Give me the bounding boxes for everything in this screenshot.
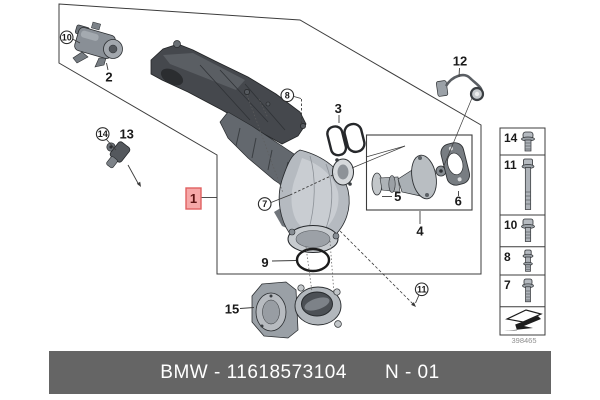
actuator-drawing bbox=[72, 21, 123, 68]
flange-bolt-long-icon bbox=[521, 158, 535, 210]
callout-13[interactable]: 13 bbox=[119, 127, 133, 142]
svg-text:7: 7 bbox=[262, 199, 267, 209]
gasket-3-drawing bbox=[326, 122, 366, 157]
footer-sheet-number: N - 01 bbox=[384, 361, 440, 383]
svg-text:8: 8 bbox=[285, 91, 290, 101]
legend-item-14[interactable]: 14 bbox=[504, 131, 518, 145]
callout-4[interactable]: 4 bbox=[416, 224, 424, 239]
parts-diagram: 10 2 14 13 8 3 12 7 5 6 4 9 11 15 1 14 bbox=[58, 3, 546, 345]
callout-12[interactable]: 12 bbox=[453, 54, 467, 69]
callout-3[interactable]: 3 bbox=[335, 101, 342, 116]
callout-15[interactable]: 15 bbox=[225, 302, 239, 317]
intake-manifold-drawing bbox=[150, 40, 354, 253]
svg-text:11: 11 bbox=[417, 285, 427, 295]
flange-bolt-medium-icon bbox=[521, 218, 535, 242]
stud-bolt-icon bbox=[522, 249, 534, 272]
svg-text:1: 1 bbox=[190, 191, 197, 206]
callout-5[interactable]: 5 bbox=[394, 189, 401, 204]
o-ring-drawing bbox=[295, 247, 331, 273]
diagram-frame bbox=[58, 3, 482, 275]
diagram-id: 398465 bbox=[511, 336, 536, 345]
callout-2[interactable]: 2 bbox=[105, 70, 112, 85]
flange-screw-icon bbox=[522, 278, 534, 303]
position-sensor-drawing bbox=[106, 141, 131, 169]
legend-item-7[interactable]: 7 bbox=[504, 278, 511, 292]
footer-part-number[interactable]: BMW - 11618573104 bbox=[160, 361, 347, 383]
callout-7[interactable]: 7 bbox=[257, 197, 272, 211]
leader-arrowhead-13 bbox=[136, 181, 141, 187]
view-direction-arrow-icon bbox=[504, 309, 543, 331]
callout-1-highlighted[interactable]: 1 bbox=[185, 187, 202, 210]
leader-lines bbox=[72, 38, 473, 309]
callout-9[interactable]: 9 bbox=[261, 255, 268, 270]
sensor-cable-drawing bbox=[435, 73, 485, 102]
callout-6[interactable]: 6 bbox=[455, 194, 462, 209]
callout-11[interactable]: 11 bbox=[414, 282, 429, 297]
svg-text:10: 10 bbox=[62, 33, 72, 43]
legend-item-10[interactable]: 10 bbox=[504, 218, 518, 232]
callout-14[interactable]: 14 bbox=[95, 127, 110, 141]
legend-item-11[interactable]: 11 bbox=[504, 158, 517, 172]
svg-text:14: 14 bbox=[98, 129, 108, 139]
flange-bolt-short-icon bbox=[521, 131, 535, 152]
leader-arrowhead-11 bbox=[411, 302, 416, 307]
egr-valve-drawing bbox=[371, 142, 471, 200]
fastener-legend: 14 11 10 8 bbox=[499, 127, 546, 336]
footer-bar: BMW - 11618573104 N - 01 bbox=[49, 351, 551, 394]
legend-item-8[interactable]: 8 bbox=[504, 250, 511, 264]
callout-8[interactable]: 8 bbox=[280, 88, 295, 103]
throttle-body-drawing bbox=[251, 281, 342, 339]
callout-10[interactable]: 10 bbox=[59, 30, 74, 45]
